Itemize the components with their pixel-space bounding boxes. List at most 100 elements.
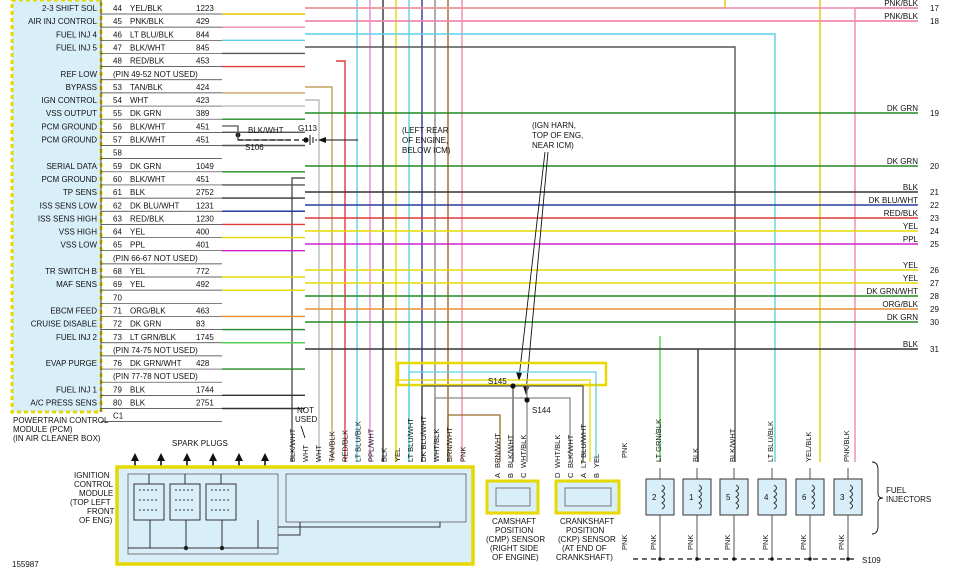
fuel-injector-icon — [757, 478, 787, 516]
pcm-row-circuit: 1049 — [196, 162, 214, 171]
s145-splice-dot — [510, 383, 516, 389]
injector-splice-dot — [846, 557, 850, 561]
pcm-row-color: BLK/WHT — [130, 136, 166, 145]
injector-splice-dot — [808, 557, 812, 561]
injector-coil-icon — [773, 484, 777, 510]
pcm-row-pin: 76 — [113, 359, 122, 368]
injector-feed-label: PNK — [686, 535, 695, 550]
pcm-row-label: VSS LOW — [61, 241, 98, 250]
right-wire-number: 28 — [930, 292, 939, 301]
pcm-row-color: DK GRN — [130, 109, 161, 118]
pcm-row-pin: 64 — [113, 228, 122, 237]
pcm-row-circuit: 453 — [196, 57, 210, 66]
ckp-pin-wire: WHT/BLK — [553, 435, 562, 468]
pcm-row-color: BLK/WHT — [130, 175, 166, 184]
pcm-row-label: FUEL INJ 1 — [56, 385, 98, 394]
pcm-row-pin: 72 — [113, 320, 122, 329]
pcm-row-circuit: 1223 — [196, 4, 214, 13]
pcm-row-circuit: 1231 — [196, 201, 214, 210]
pcm-row-label: FUEL INJ 4 — [56, 30, 98, 39]
injector-number: 4 — [764, 493, 769, 502]
pcm-row-color: DK GRN/WHT — [130, 359, 182, 368]
pcm-row-pin: 63 — [113, 214, 122, 223]
icm-pin-wire: TAN/BLK — [327, 431, 336, 462]
pcm-row-label: EVAP PURGE — [46, 359, 97, 368]
ckp-label: CRANKSHAFT POSITION (CKP) SENSOR (AT END… — [556, 517, 616, 562]
pcm-row-label: ISS SENS LOW — [40, 201, 98, 210]
ckp-pin-wire: BLK/WHT — [566, 434, 575, 468]
arrow-icon — [523, 386, 529, 395]
icm-label-line: CONTROL — [74, 480, 114, 489]
pcm-row-color: (PIN 49-52 NOT USED) — [113, 70, 198, 79]
pcm-row-pin: 44 — [113, 4, 122, 13]
ckp-pin-letter: D — [553, 472, 562, 478]
pcm-row-pin: 58 — [113, 149, 122, 158]
icm-pin-wire: PPL/WHT — [367, 428, 376, 462]
pcm-row-circuit: 451 — [196, 122, 210, 131]
injector-feed-wire: PNK — [620, 535, 629, 550]
pcm-row-label: TR SWITCH B — [45, 267, 97, 276]
splice-wires — [395, 371, 597, 462]
pcm-row-label: FUEL INJ 5 — [56, 43, 98, 52]
pcm-row-circuit: 389 — [196, 109, 210, 118]
pcm-row-circuit: 772 — [196, 267, 210, 276]
injector-wire-label: LT GRN/BLK — [654, 419, 663, 462]
pcm-row-circuit: 451 — [196, 136, 210, 145]
icm-internal-wires — [128, 520, 441, 551]
right-wire-color: PNK/BLK — [884, 0, 918, 8]
pcm-row-circuit: 428 — [196, 359, 210, 368]
cmp-inner — [495, 487, 531, 507]
icm-label-line: OF ENG) — [79, 516, 113, 525]
pcm-row-label: IGN CONTROL — [41, 96, 97, 105]
s145-label: S145 — [488, 377, 507, 386]
injector-feed-label: PNK — [723, 535, 732, 550]
cmp-pin-letter: B — [506, 473, 515, 478]
pcm-row-label: A/C PRESS SENS — [30, 399, 97, 408]
pcm-row-pin: 46 — [113, 30, 122, 39]
g113-ground-dot — [303, 137, 309, 143]
pcm-row-pin: 71 — [113, 306, 122, 315]
pcm-row-circuit: 423 — [196, 96, 210, 105]
pcm-row-pin: 56 — [113, 122, 122, 131]
pcm-row-pin: 70 — [113, 293, 122, 302]
right-wire-color: ORG/BLK — [882, 300, 918, 309]
right-wire-color: DK GRN — [887, 157, 918, 166]
pcm-row-pin: 61 — [113, 188, 122, 197]
pcm-row-label: FUEL INJ 2 — [56, 333, 98, 342]
pcm-row-circuit: 451 — [196, 175, 210, 184]
ign-harness-note: (IGN HARN, TOP OF ENG, NEAR ICM) — [516, 121, 583, 395]
pcm-row-color: BLK — [130, 399, 146, 408]
icm-pin-wire: WHT — [301, 445, 310, 462]
pcm-row-pin: 79 — [113, 385, 122, 394]
arrow-icon — [516, 372, 522, 381]
ckp-label-line: (CKP) SENSOR — [558, 535, 616, 544]
spark-plug-arrow-icon — [261, 453, 269, 461]
injector-wire-label: BLK — [691, 448, 700, 462]
cmp-pin-wire: BRN/WHT — [493, 433, 502, 468]
pcm-row-label: BYPASS — [66, 83, 97, 92]
injector-coil-icon — [811, 484, 815, 510]
fuel-injector-icon — [682, 478, 712, 516]
icm-pin-wire: RED/BLK — [340, 430, 349, 462]
right-wire-color: DK GRN — [887, 313, 918, 322]
right-wire-number: 21 — [930, 188, 939, 197]
ckp-pin-wire: YEL — [592, 454, 601, 468]
pcm-row-color: YEL — [130, 228, 146, 237]
pcm-row-color: BLK/WHT — [130, 43, 166, 52]
pcm-row-circuit: 845 — [196, 43, 210, 52]
pcm-row-color: TAN/BLK — [130, 83, 163, 92]
spark-plug-arrow-icon — [131, 453, 139, 461]
injector-coil-icon — [698, 484, 702, 510]
pcm-row-color: LT GRN/BLK — [130, 333, 177, 342]
injectors-brace: FUEL INJECTORS — [871, 461, 931, 535]
pcm-row-pin: 73 — [113, 333, 122, 342]
injector-feed-label: PNK — [649, 535, 658, 550]
pcm-row-color: (PIN 77-78 NOT USED) — [113, 372, 198, 381]
icm-connector-block — [285, 473, 467, 523]
cmp-pin-wire: WHT/BLK — [519, 435, 528, 468]
pcm-row-label: REF LOW — [61, 70, 98, 79]
